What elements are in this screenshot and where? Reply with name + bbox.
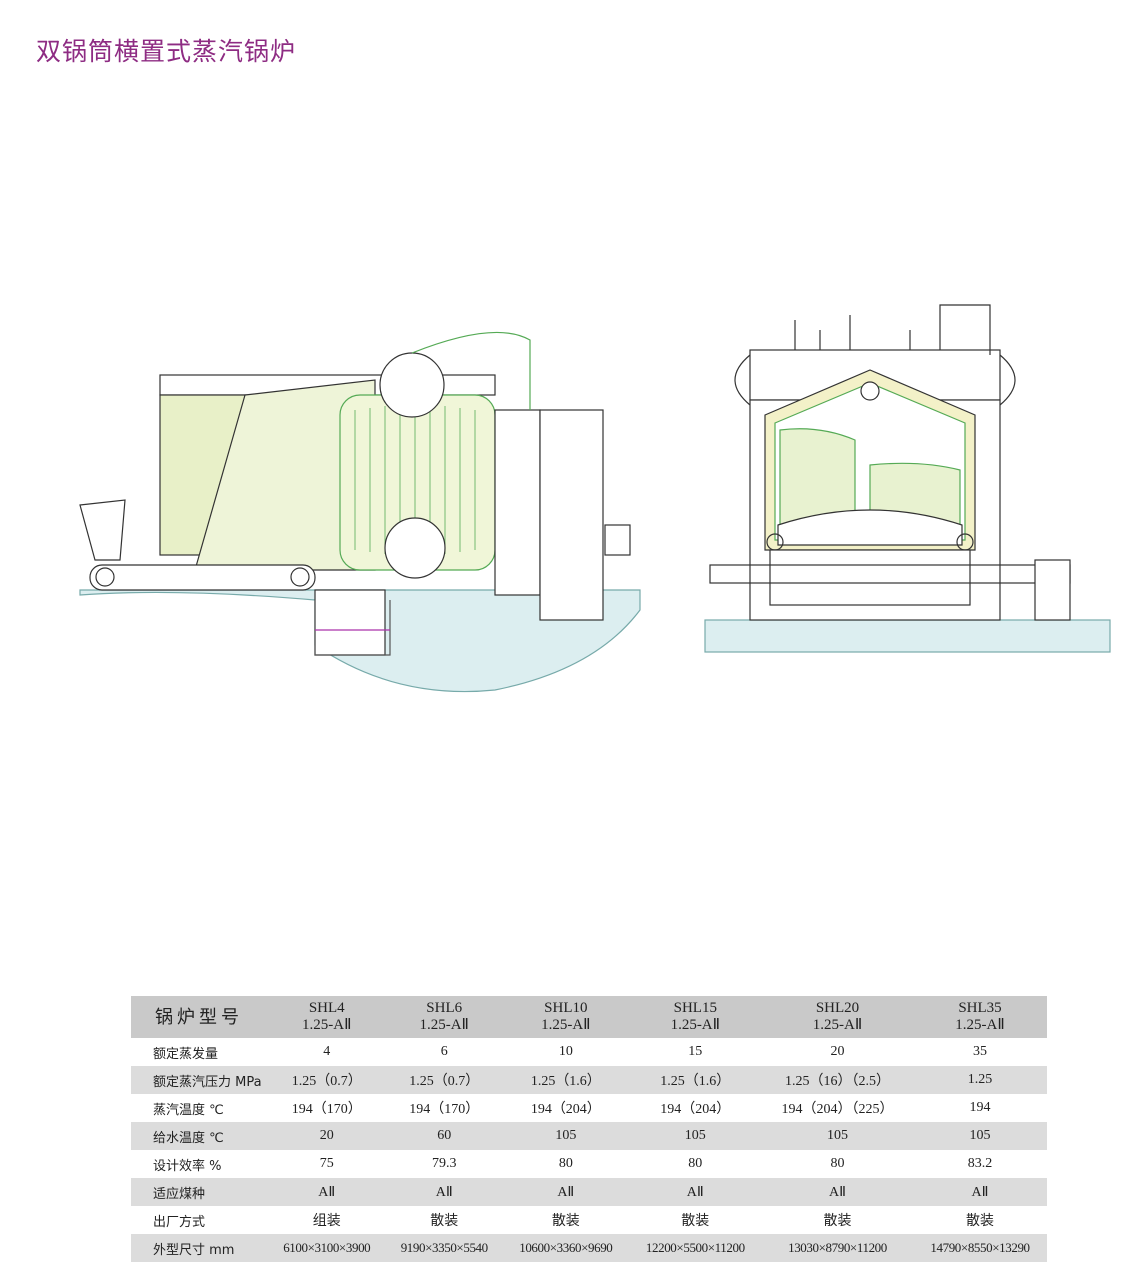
table-cell: 20 [830,1044,845,1059]
table-cell: 6 [440,1044,448,1059]
table-cell: 6100×3100×3900 [268,1234,386,1262]
table-row: 设计效率 % 75 79.3 80 80 80 83.2 [131,1150,1047,1178]
table-cell: 1.25（0.7） [268,1066,386,1094]
table-cell: 14790×8550×13290 [913,1234,1047,1262]
table-row: 额定蒸发量 4 6 10 15 20 35 [131,1038,1047,1066]
table-cell: AⅡ [268,1178,386,1206]
table-cell: 79.3 [431,1156,457,1171]
table-cell: 12200×5500×11200 [628,1234,762,1262]
row-label: 出厂方式 [153,1214,206,1230]
table-cell: 80 [830,1156,845,1171]
model-spec: 1.25-AⅡ [955,1017,1005,1033]
table-cell: AⅡ [761,1178,914,1206]
model-spec: 1.25-AⅡ [541,1017,591,1033]
table-cell: 1.25（16）（2.5） [761,1066,914,1094]
row-label: 设计效率 % [153,1158,222,1174]
table-cell: 75 [319,1156,334,1171]
table-cell: 20 [268,1122,386,1150]
table-cell: 散装 [430,1214,459,1229]
table-cell: 194（204） [660,1102,731,1117]
table-cell: 1.25（1.6） [502,1066,629,1094]
table-row: 出厂方式 组装 散装 散装 散装 散装 散装 [131,1206,1047,1234]
table-cell: AⅡ [385,1178,503,1206]
table-cell: 4 [323,1044,331,1059]
model-spec: 1.25-AⅡ [419,1017,469,1033]
table-cell: 60 [385,1122,503,1150]
model-name: SHL10 [544,1000,588,1016]
table-cell: 13030×8790×11200 [761,1234,914,1262]
table-cell: 194（204）（225） [781,1102,894,1117]
row-label: 给水温度 ℃ [131,1122,268,1150]
table-cell: 1.25 [913,1066,1047,1094]
model-spec: 1.25-AⅡ [302,1017,352,1033]
table-cell: 10600×3360×9690 [502,1234,629,1262]
model-name: SHL4 [308,1000,345,1016]
table-cell: 散装 [681,1214,710,1229]
table-cell: 105 [502,1122,629,1150]
table-cell: 组装 [312,1214,341,1229]
table-cell: AⅡ [628,1178,762,1206]
boiler-side-view-drawing [79,331,641,693]
table-cell: 80 [558,1156,573,1171]
row-label: 适应煤种 [131,1178,268,1206]
table-row: 蒸汽温度 ℃ 194（170） 194（170） 194（204） 194（204） 19… [131,1094,1047,1122]
row-label: 外型尺寸 mm [131,1234,268,1262]
table-cell: 83.2 [967,1156,993,1171]
table-cell: AⅡ [502,1178,629,1206]
model-name: SHL20 [815,1000,860,1016]
table-cell: 散装 [551,1214,580,1229]
row-label: 额定蒸发量 [153,1046,219,1062]
table-cell: 15 [688,1044,703,1059]
boiler-front-view-drawing [704,304,1111,653]
table-cell: 105 [628,1122,762,1150]
table-cell: 散装 [966,1214,995,1229]
model-name: SHL15 [673,1000,717,1016]
table-cell: 35 [973,1044,988,1059]
table-cell: AⅡ [913,1178,1047,1206]
table-cell: 9190×3350×5540 [385,1234,503,1262]
table-cell: 105 [913,1122,1047,1150]
table-cell: 194 [969,1100,991,1115]
header-label: 锅炉型号 [131,996,268,1038]
table-cell: 105 [761,1122,914,1150]
row-label: 额定蒸汽压力 MPa [131,1066,268,1094]
model-name: SHL35 [958,1000,1002,1016]
model-spec: 1.25-AⅡ [812,1017,863,1033]
table-cell: 10 [558,1044,573,1059]
table-cell: 1.25（1.6） [628,1066,762,1094]
page-title: 双锅筒横置式蒸汽锅炉 [36,37,297,66]
table-cell: 194（170） [409,1102,480,1117]
table-cell: 1.25（0.7） [385,1066,503,1094]
model-spec: 1.25-AⅡ [670,1017,721,1033]
table-cell: 194（204） [530,1102,601,1117]
row-label: 蒸汽温度 ℃ [153,1102,224,1118]
table-cell: 80 [688,1156,703,1171]
table-cell: 194（170） [291,1102,362,1117]
table-cell: 散装 [823,1214,852,1229]
model-name: SHL6 [426,1000,463,1016]
